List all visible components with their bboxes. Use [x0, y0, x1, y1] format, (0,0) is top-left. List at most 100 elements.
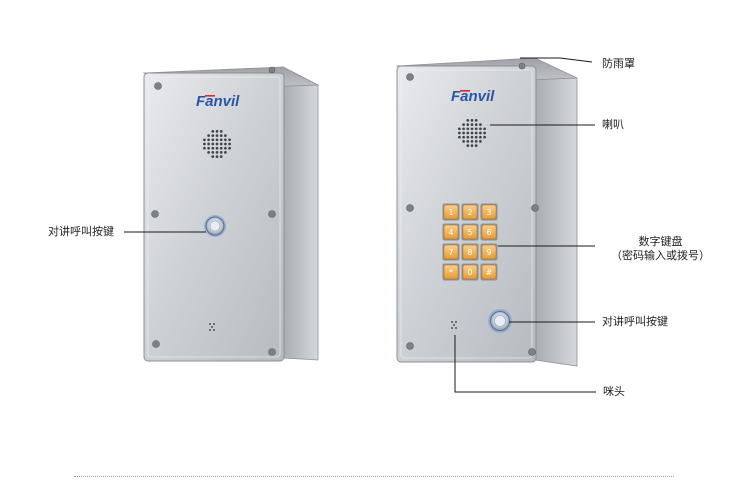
keypad-key-face [481, 204, 497, 220]
grille-hole [228, 138, 231, 142]
grille-hole [224, 146, 227, 150]
keypad-key-face [462, 224, 478, 240]
grille-hole [474, 131, 478, 135]
grille-hole [470, 140, 474, 143]
keypad-key-face [462, 264, 478, 280]
keypad-key-face [443, 244, 459, 260]
keypad-key[interactable]: 5 [461, 223, 479, 241]
keypad-key-label: 6 [487, 228, 492, 237]
screw-icon [531, 204, 539, 212]
microphone-holes-icon [209, 323, 215, 331]
grille-hole [474, 144, 478, 147]
grille-hole [470, 123, 474, 126]
grille-hole [207, 138, 210, 142]
grille-hole [224, 134, 227, 137]
keypad-key-face [443, 204, 459, 220]
grille-hole [211, 146, 215, 150]
leader-lines [124, 57, 596, 393]
grille-hole [203, 138, 206, 142]
keypad-key[interactable]: 4 [442, 223, 460, 241]
leader-line-rain-cover [520, 57, 593, 63]
grille-hole [483, 131, 486, 135]
grille-hole [458, 131, 461, 135]
label-keypad-title: 数字键盘 [638, 235, 683, 248]
speaker-grille-icon [458, 119, 486, 147]
grille-hole [215, 134, 219, 137]
keypad-key[interactable]: * [442, 263, 460, 281]
keypad-key-face [462, 204, 478, 220]
grille-hole [466, 123, 470, 126]
keypad-key-label: 7 [449, 248, 454, 257]
grille-hole [203, 142, 206, 146]
grille-hole [466, 119, 470, 122]
label-keypad-subtitle: （密码输入或拨号） [611, 249, 710, 262]
keypad-key[interactable]: 3 [480, 203, 498, 221]
grille-hole [479, 135, 482, 139]
keypad-key[interactable]: 7 [442, 243, 460, 261]
screw-icon [528, 348, 536, 356]
grille-hole [219, 130, 223, 133]
keypad-key-label: 4 [449, 228, 454, 237]
grille-hole [219, 151, 223, 154]
grille-hole [462, 131, 465, 135]
keypad-key[interactable]: 6 [480, 223, 498, 241]
keypad-key-label: # [486, 268, 492, 277]
grille-hole [215, 155, 219, 158]
screw-icon [268, 348, 276, 356]
keypad-key-face [462, 244, 478, 260]
label-microphone: 咪头 [603, 385, 625, 398]
keypad-key-label: 0 [468, 268, 473, 277]
keypad-key-label: 5 [468, 228, 473, 237]
grille-hole [466, 127, 470, 131]
grille-hole [466, 140, 470, 143]
keypad-key[interactable]: # [480, 263, 498, 281]
label-call-button-left: 对讲呼叫按键 [48, 225, 114, 238]
keypad-key-label: 3 [487, 208, 492, 217]
grille-hole [224, 151, 227, 154]
grille-hole [474, 123, 478, 126]
grille-hole [211, 155, 215, 158]
label-keypad: 数字键盘 （密码输入或拨号） [603, 235, 718, 263]
keypad-key-label: 8 [468, 248, 473, 257]
keypad-key[interactable]: 1 [442, 203, 460, 221]
grille-hole [224, 138, 227, 142]
screw-icon [406, 342, 414, 350]
grille-hole [228, 142, 231, 146]
keypad-key[interactable]: 9 [480, 243, 498, 261]
keypad-key-face [481, 224, 497, 240]
bottom-separator [74, 476, 674, 477]
keypad-key-label: 1 [449, 208, 454, 217]
screw-icon [406, 204, 414, 212]
grille-hole [211, 138, 215, 142]
keypad-key-face [481, 244, 497, 260]
grille-hole [474, 135, 478, 139]
grille-hole [219, 134, 223, 137]
grille-hole [462, 140, 465, 143]
grille-hole [479, 127, 482, 131]
screw-icon [268, 66, 276, 74]
grille-hole [479, 123, 482, 126]
grille-hole [211, 142, 215, 146]
keypad-key[interactable]: 8 [461, 243, 479, 261]
left-device: Fanvil [142, 66, 320, 362]
grille-hole [466, 135, 470, 139]
keypad-key-label: 2 [468, 208, 473, 217]
grille-hole [207, 134, 210, 137]
grille-hole [483, 135, 486, 139]
grille-hole [219, 138, 223, 142]
grille-hole [466, 144, 470, 147]
speaker-grille-icon [203, 130, 231, 158]
keypad-key[interactable]: 2 [461, 203, 479, 221]
grille-hole [211, 134, 215, 137]
grille-hole [207, 146, 210, 150]
grille-hole [219, 155, 223, 158]
grille-hole [215, 146, 219, 150]
fanvil-logo: Fanvil [196, 93, 240, 110]
grille-hole [470, 135, 474, 139]
screw-icon [268, 210, 276, 218]
keypad-key[interactable]: 0 [461, 263, 479, 281]
screw-icon [151, 210, 159, 218]
